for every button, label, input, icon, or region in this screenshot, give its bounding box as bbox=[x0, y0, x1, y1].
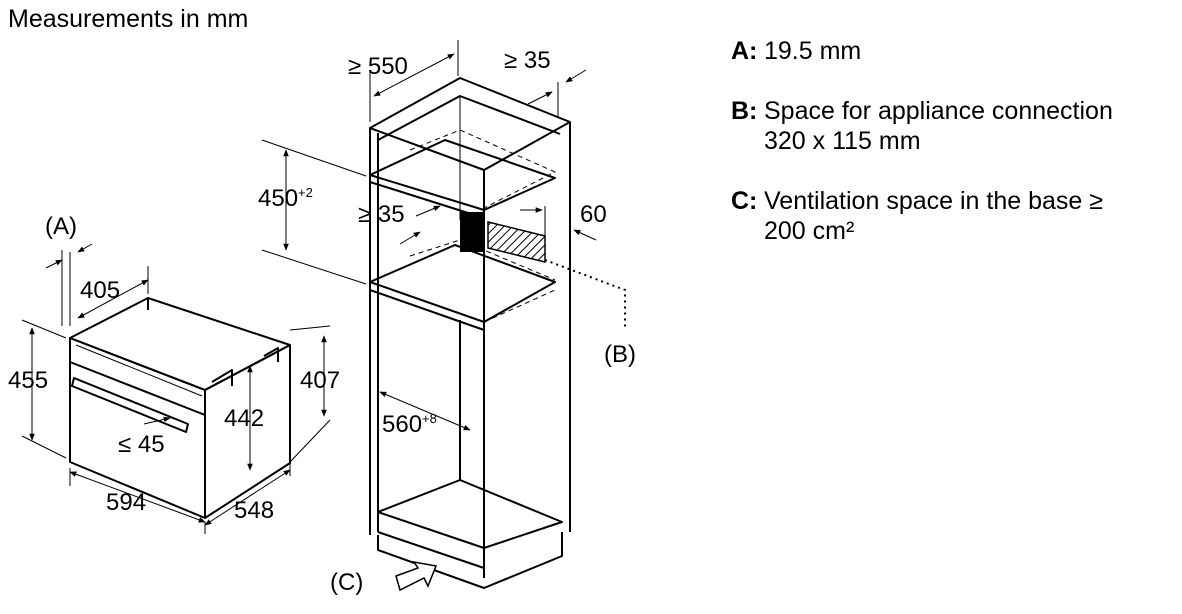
leader-b bbox=[544, 259, 626, 330]
dim-60: 60 bbox=[580, 201, 607, 228]
dim-560-value: 560 bbox=[382, 411, 422, 438]
legend-key: C: bbox=[731, 187, 758, 215]
dim-35-mid-right bbox=[399, 231, 421, 245]
cabinet-drawing bbox=[261, 40, 626, 592]
dim-60-right bbox=[573, 229, 597, 241]
oven-door-handle bbox=[71, 377, 189, 433]
dim-407: 407 bbox=[300, 367, 340, 394]
cabinet-base bbox=[377, 479, 563, 549]
dim-a-arrow-right bbox=[77, 243, 93, 253]
legend-text: Space for appliance connection 320 x 115… bbox=[764, 97, 1113, 155]
dim-550-arrow bbox=[373, 53, 455, 97]
legend-item-a: A: 19.5 mm bbox=[731, 36, 1181, 66]
dim-548: 548 bbox=[234, 497, 274, 524]
dim-560-arrow bbox=[379, 391, 471, 431]
cabinet-top bbox=[369, 77, 571, 171]
dim-405-arrow bbox=[77, 279, 149, 319]
dim-handle-arrow bbox=[143, 416, 171, 425]
oven-control-panel-line bbox=[69, 361, 206, 416]
dim-405: 405 bbox=[80, 277, 120, 304]
ventilation-arrow bbox=[395, 560, 438, 592]
niche-rear-block bbox=[460, 212, 484, 252]
legend-key: A: bbox=[731, 37, 758, 65]
oven-rear-bracket bbox=[263, 347, 279, 362]
lower-shelf-hidden-edge bbox=[483, 289, 556, 323]
appliance-connection-space bbox=[487, 221, 546, 263]
cabinet-top-inner bbox=[377, 95, 561, 141]
ext-line bbox=[21, 319, 67, 339]
dim-35-top-left bbox=[527, 91, 553, 105]
dim-35-top-right bbox=[565, 69, 587, 83]
oven-top-face bbox=[69, 297, 291, 391]
legend-text: Ventilation space in the base ≥ 200 cm² bbox=[764, 187, 1103, 245]
dim-548-arrow bbox=[204, 469, 291, 526]
ext-line bbox=[21, 435, 67, 459]
dim-450-value: 450 bbox=[258, 185, 298, 212]
dim-450: 450+2 bbox=[258, 185, 313, 212]
legend-item-c: C: Ventilation space in the base ≥ 200 c… bbox=[731, 186, 1181, 246]
dim-a-arrow-left bbox=[45, 259, 63, 269]
dim-450-tolerance: +2 bbox=[298, 185, 313, 200]
dim-442: 442 bbox=[224, 405, 264, 432]
dim-594-arrow bbox=[69, 471, 206, 523]
ext-line bbox=[261, 249, 367, 285]
ext-line bbox=[261, 139, 367, 177]
dim-550: ≥ 550 bbox=[348, 53, 408, 80]
legend: A: 19.5 mm B: Space for appliance connec… bbox=[731, 36, 1181, 276]
cabinet-plinth bbox=[377, 532, 563, 589]
base-hidden-edge bbox=[483, 521, 561, 549]
legend-text: 19.5 mm bbox=[764, 37, 862, 65]
label-b: (B) bbox=[604, 341, 636, 368]
dim-594: 594 bbox=[106, 489, 146, 516]
oven-drawing bbox=[21, 243, 331, 534]
lower-shelf bbox=[369, 244, 556, 323]
dim-35-mid-left bbox=[415, 205, 441, 217]
label-c: (C) bbox=[330, 569, 363, 596]
dim-handle: ≤ 45 bbox=[118, 431, 165, 458]
diagram-title: Measurements in mm bbox=[8, 5, 249, 33]
upper-shelf bbox=[369, 139, 556, 211]
ext-line bbox=[289, 325, 331, 331]
legend-key: B: bbox=[731, 97, 758, 125]
dim-560: 560+8 bbox=[382, 411, 437, 438]
oven-side-bracket bbox=[211, 369, 233, 386]
lower-shelf-front bbox=[369, 289, 485, 331]
ext-line bbox=[289, 419, 331, 463]
dim-35-top: ≥ 35 bbox=[504, 47, 551, 74]
hidden-line bbox=[409, 239, 556, 281]
dim-35-mid: ≥ 35 bbox=[358, 201, 405, 228]
cabinet-base-front bbox=[377, 531, 485, 569]
dim-560-tolerance: +8 bbox=[422, 411, 437, 426]
label-a: (A) bbox=[45, 213, 77, 240]
dim-455: 455 bbox=[8, 367, 48, 394]
legend-item-b: B: Space for appliance connection 320 x … bbox=[731, 96, 1181, 156]
oven-panel-inner-line bbox=[75, 344, 203, 397]
